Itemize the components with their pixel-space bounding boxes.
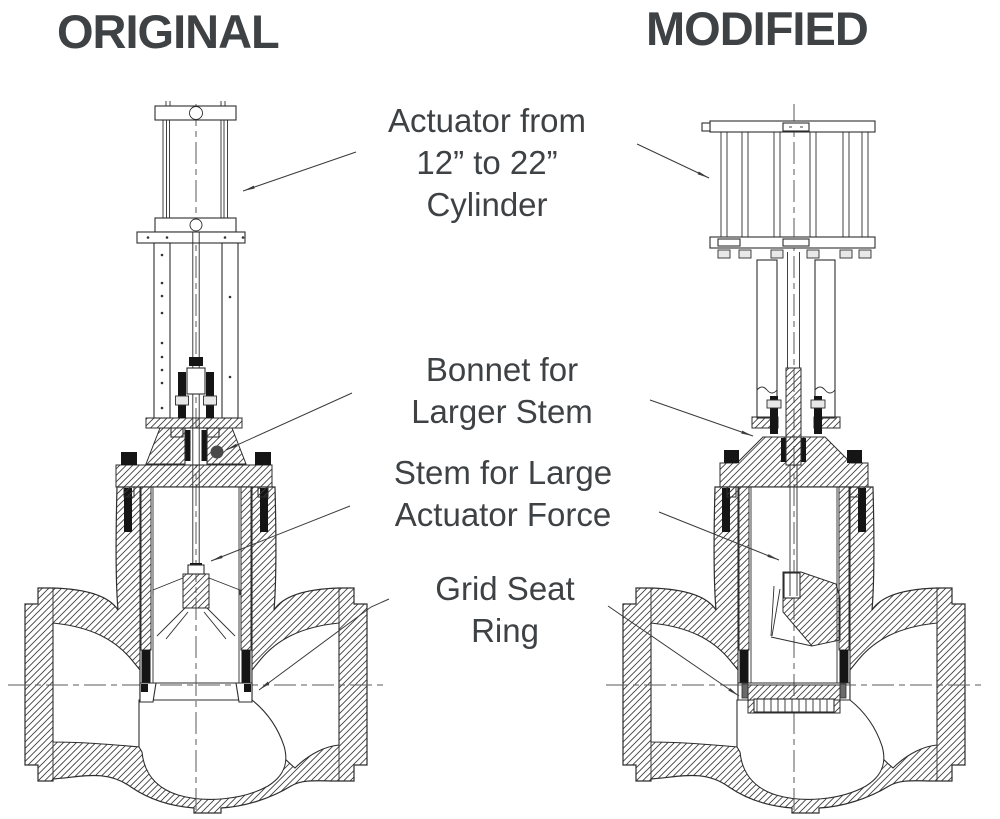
annotation-actuator: Actuator from 12” to 22” Cylinder bbox=[387, 102, 587, 223]
title-original: ORIGINAL bbox=[57, 5, 280, 58]
bonnet-callout-dot bbox=[210, 445, 224, 459]
leader-seat-left bbox=[258, 598, 390, 691]
original-stem bbox=[175, 232, 217, 563]
modified-yoke bbox=[751, 252, 841, 429]
leader-lines bbox=[210, 143, 780, 697]
modified-plug-and-grid-seat bbox=[738, 571, 850, 714]
annotation-seat: Grid Seat Ring bbox=[435, 570, 575, 649]
leader-seat-right bbox=[607, 605, 740, 697]
leader-bonnet-right bbox=[649, 399, 754, 437]
leader-stem-right bbox=[658, 511, 780, 561]
modified-valve bbox=[605, 103, 983, 815]
original-yoke bbox=[145, 242, 243, 438]
original-bonnet bbox=[115, 427, 273, 498]
actuator-bolts bbox=[717, 249, 872, 259]
leader-actuator-right bbox=[636, 143, 710, 179]
leader-actuator-left bbox=[242, 151, 357, 192]
original-actuator-cylinder bbox=[136, 101, 246, 244]
modified-actuator-cylinder bbox=[701, 120, 876, 259]
original-valve bbox=[7, 101, 385, 815]
annotation-bonnet: Bonnet for Larger Stem bbox=[411, 351, 593, 430]
leader-stem-left bbox=[210, 505, 351, 562]
annotation-stem: Stem for Large Actuator Force bbox=[393, 454, 613, 533]
modified-bonnet bbox=[719, 436, 869, 498]
title-modified: MODIFIED bbox=[646, 2, 869, 55]
original-plug-and-seat bbox=[139, 563, 253, 703]
leader-bonnet-left bbox=[225, 392, 353, 451]
